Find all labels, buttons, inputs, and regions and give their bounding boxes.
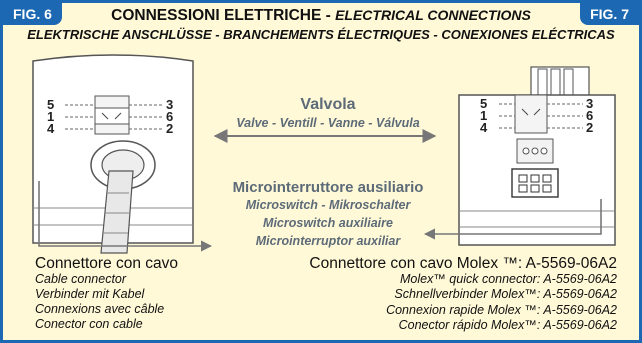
pin-label: 2 xyxy=(166,121,174,136)
title-italian: CONNESSIONI ELETTRICHE - xyxy=(111,7,336,24)
fig-7-badge: FIG. 7 xyxy=(580,3,639,25)
arrow-icon xyxy=(38,181,213,252)
cable-connector-title: Connettore con cavo xyxy=(35,255,179,272)
left-actuator-illustration xyxy=(32,54,194,254)
pin-label: 4 xyxy=(47,121,55,136)
molex-connector-legend: Connettore con cavo Molex ™: A-5569-06A2… xyxy=(309,256,617,333)
arrow-icon xyxy=(423,199,602,240)
microswitch-translation: Microinterruptor auxiliar xyxy=(255,234,401,248)
pin-label: 6 xyxy=(166,109,174,124)
microswitch-translation: Microswitch - Mikroschalter xyxy=(245,198,411,212)
pin-label: 6 xyxy=(586,108,594,123)
title-english: ELECTRICAL CONNECTIONS xyxy=(335,7,531,23)
pin-label: 2 xyxy=(586,120,594,135)
valve-translations: Valve - Ventill - Vanne - Válvula xyxy=(236,116,420,130)
pin-label: 1 xyxy=(480,108,488,123)
fig-6-badge: FIG. 6 xyxy=(3,3,62,25)
valve-label: Valvola xyxy=(300,96,356,113)
cable-connector-legend: Connettore con cavo Cable connector Verb… xyxy=(35,256,178,332)
page-subtitle: ELEKTRISCHE ANSCHLÜSSE - BRANCHEMENTS ÉL… xyxy=(27,27,615,42)
page-title: CONNESSIONI ELETTRICHE - ELECTRICAL CONN… xyxy=(3,7,639,25)
cable-connector-translation: Verbinder mit Kabel xyxy=(35,287,145,301)
pin-label: 5 xyxy=(480,96,488,111)
cable-connector-translation: Conector con cable xyxy=(35,317,143,331)
illustrations xyxy=(32,54,616,254)
microswitch-translation: Microswitch auxiliaire xyxy=(263,216,393,230)
molex-connector-translation: Connexion rapide Molex ™: A-5569-06A2 xyxy=(386,302,617,317)
pin-label: 3 xyxy=(166,97,174,112)
pin-label: 1 xyxy=(47,109,55,124)
microswitch-label: Microinterruttore ausiliario xyxy=(232,179,424,196)
molex-connector-translation: Conector rápido Molex™: A-5569-06A2 xyxy=(398,317,617,332)
pin-label: 5 xyxy=(47,97,55,112)
cable-connector-translation: Cable connector xyxy=(35,272,127,286)
pin-label: 3 xyxy=(586,96,594,111)
cable-connector-translation: Connexions avec câble xyxy=(35,302,165,316)
pin-label: 4 xyxy=(480,120,488,135)
molex-connector-title: Connettore con cavo Molex ™: A-5569-06A2 xyxy=(309,255,617,272)
right-actuator-illustration xyxy=(458,66,616,246)
molex-connector-translation: Molex™ quick connector: A-5569-06A2 xyxy=(399,272,617,286)
molex-connector-translation: Schnellverbinder Molex™: A-5569-06A2 xyxy=(394,287,617,302)
